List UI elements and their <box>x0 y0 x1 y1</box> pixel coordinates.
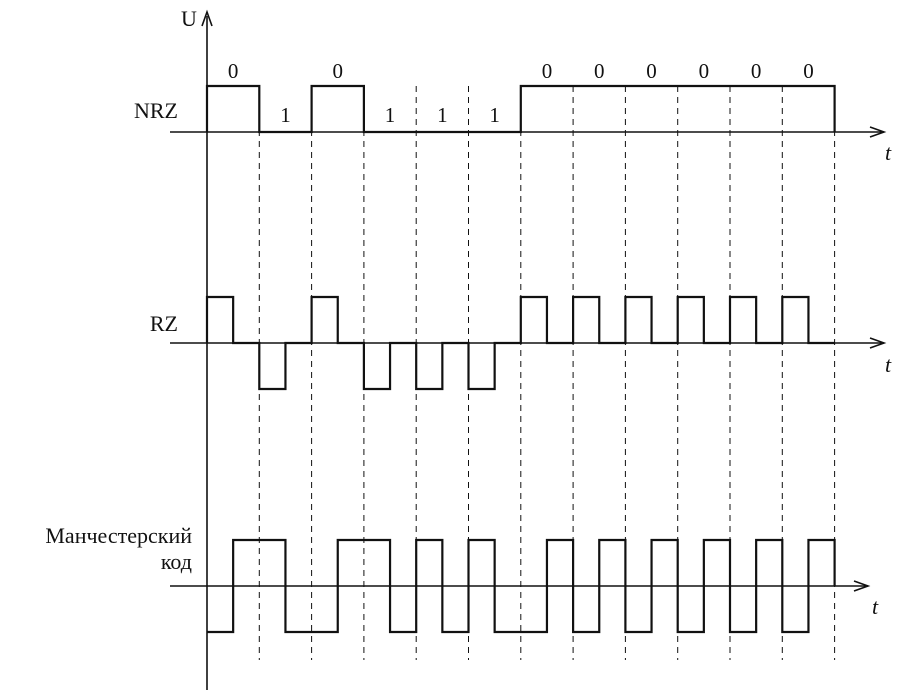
nrz-time-axis-arrow <box>869 126 887 138</box>
rz-waveform <box>205 295 835 391</box>
manchester-waveform <box>207 538 836 634</box>
bit-label: 0 <box>803 59 814 83</box>
u-axis-arrow <box>201 9 213 27</box>
manchester-time-axis-arrow <box>853 580 871 592</box>
manchester-t-label: t <box>872 594 879 619</box>
manchester-signal-label: Манчестерский <box>45 523 192 548</box>
nrz-waveform <box>205 84 836 134</box>
u-axis-label: U <box>181 6 197 31</box>
signal-waveforms <box>205 84 836 634</box>
bit-label: 0 <box>228 59 239 83</box>
rz-time-axis-arrow <box>869 337 887 349</box>
bit-label: 1 <box>437 103 448 127</box>
bit-label: 0 <box>699 59 710 83</box>
bit-label: 0 <box>594 59 605 83</box>
bit-label: 1 <box>489 103 500 127</box>
bit-label: 0 <box>646 59 657 83</box>
rz-t-label: t <box>885 352 892 377</box>
bit-label: 0 <box>751 59 762 83</box>
rz-signal-label: RZ <box>150 311 178 336</box>
axes-group <box>170 9 887 690</box>
bit-label: 1 <box>280 103 291 127</box>
bit-label: 0 <box>542 59 553 83</box>
manchester-signal-label: код <box>161 549 192 574</box>
nrz-signal-label: NRZ <box>134 98 178 123</box>
bit-label: 1 <box>385 103 396 127</box>
bit-label: 0 <box>333 59 344 83</box>
nrz-t-label: t <box>885 140 892 165</box>
